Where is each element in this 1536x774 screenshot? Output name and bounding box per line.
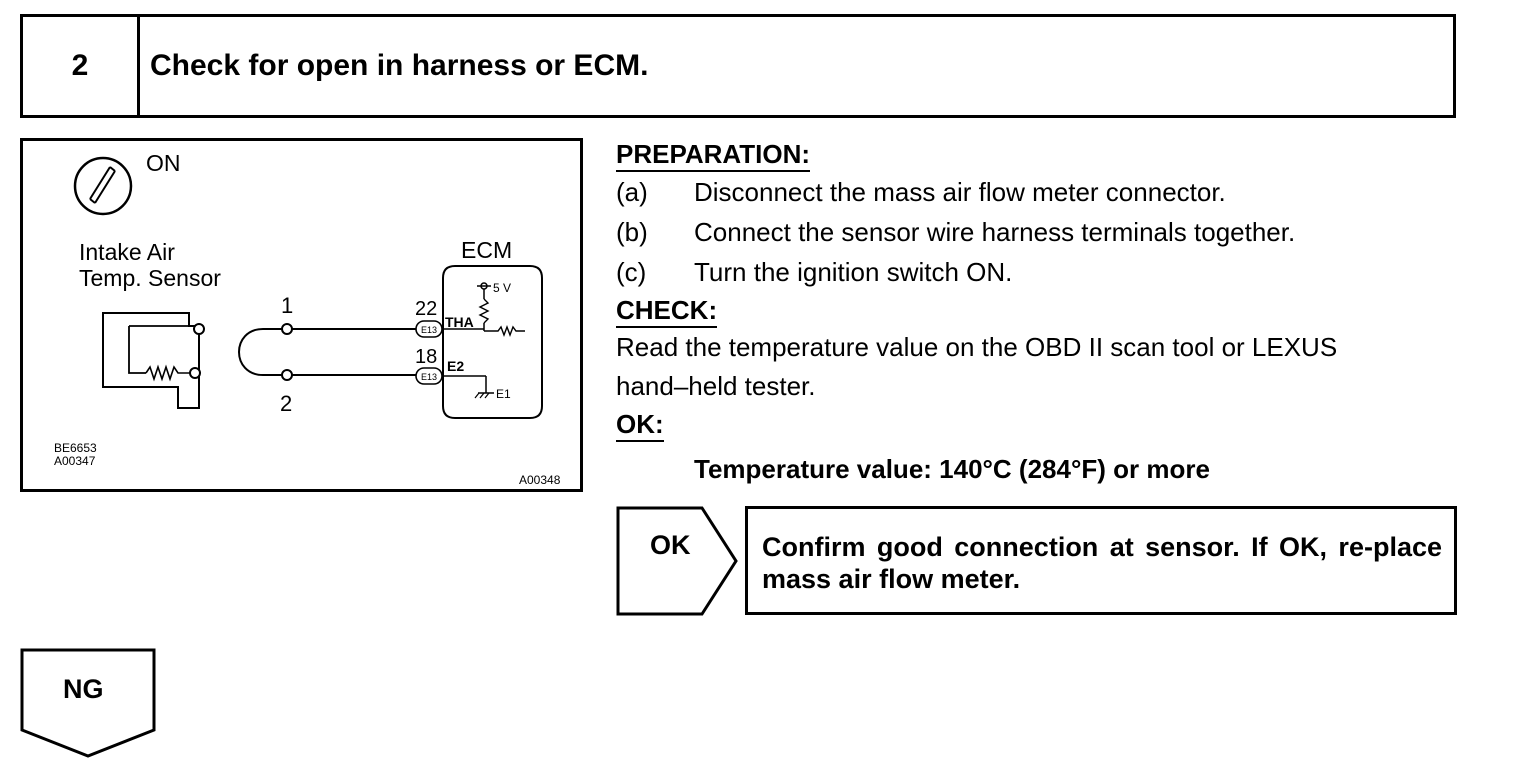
down-arrow-icon [20,648,156,758]
step-letter: (a) [616,177,648,207]
pin2-label: 2 [280,391,292,416]
step-text: Disconnect the mass air flow meter conne… [694,177,1226,207]
sensor-label-line2: Temp. Sensor [79,265,221,291]
ecm-box [442,265,543,419]
terminal-lower-signal: E2 [447,358,464,374]
step-header: 2 Check for open in harness or ECM. [20,14,1456,118]
ground-icon [442,375,494,399]
wiring-diagram-svg: ON Intake Air Temp. Sensor ECM 1 2 22 E1… [54,150,561,487]
preparation-step: (b) Connect the sensor wire harness term… [616,212,1466,252]
preparation-step: (c) Turn the ignition switch ON. [616,252,1466,292]
check-text-line1: Read the temperature value on the OBD II… [616,332,1338,362]
figure-code-1: BE6653 [54,441,97,455]
terminal-upper-signal: THA [445,314,474,330]
ng-flow-arrow: NG [20,648,160,765]
terminal-upper-number: 22 [415,298,437,320]
pin1-label: 1 [281,293,293,318]
ok-result-box: Confirm good connection at sensor. If OK… [745,506,1457,615]
terminal-upper-connector-label: E13 [421,325,437,335]
connector-pin-2 [281,369,293,381]
sensor-terminal-upper [193,323,205,335]
ignition-switch-icon [73,156,133,216]
ok-value: Temperature value: 140°C (284°F) or more [694,454,1210,484]
preparation-step: (a) Disconnect the mass air flow meter c… [616,172,1466,212]
ecm-label: ECM [461,237,512,263]
step-text: Connect the sensor wire harness terminal… [694,217,1296,247]
sensor-body [102,312,200,409]
voltage-label: 5 V [493,281,511,295]
step-letter: (b) [616,217,648,247]
sensor-label-line1: Intake Air [79,239,175,265]
check-heading: CHECK: [616,294,718,328]
pullup-circuit [442,282,525,337]
ng-flow-label: NG [63,674,104,704]
figure-code-3: A00348 [519,473,561,487]
terminal-lower-connector-label: E13 [421,372,437,382]
thermistor-icon [145,364,195,382]
check-text-line2: hand–held tester. [616,371,816,401]
step-text: Turn the ignition switch ON. [694,257,1013,287]
ok-flow-label: OK [650,530,691,560]
terminal-lower-number: 18 [415,346,437,368]
sensor-terminal-lower [189,367,201,379]
connector-pin-1 [281,323,293,335]
ground-label: E1 [496,387,511,401]
procedure-section: PREPARATION: (a) Disconnect the mass air… [616,136,1466,490]
wiring-diagram: ON Intake Air Temp. Sensor ECM 1 2 22 E1… [20,138,583,492]
ok-heading: OK: [616,408,664,442]
preparation-heading: PREPARATION: [616,138,811,172]
step-title: Check for open in harness or ECM. [150,49,649,82]
ignition-label: ON [146,150,181,176]
figure-code-2: A00347 [54,454,96,468]
step-letter: (c) [616,257,647,287]
jumper-wire [238,328,283,376]
right-arrow-icon [616,506,738,616]
step-number: 2 [23,17,140,115]
